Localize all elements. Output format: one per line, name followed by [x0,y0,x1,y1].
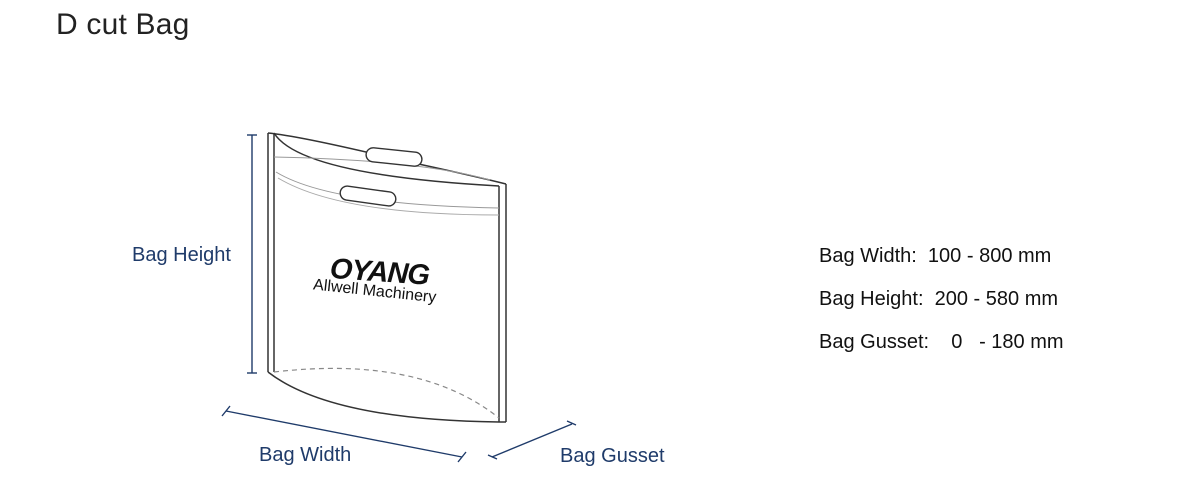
handle-cutouts [339,147,423,207]
spec-bag-height: Bag Height: 200 - 580 mm [819,288,1059,310]
width-dimension-line [221,405,467,463]
page-title: D cut Bag [56,8,190,41]
bag-width-label: Bag Width [259,444,352,466]
spec-list: Bag Width: 100 - 800 mm Bag Height: 200 … [819,240,1064,369]
bag-gusset-label: Bag Gusset [560,445,665,467]
spec-bag-width: Bag Width: 100 - 800 mm [819,245,1052,267]
gusset-dimension-line [487,420,577,460]
bag-height-label: Bag Height [132,244,231,266]
spec-bag-gusset: Bag Gusset: 0 - 180 mm [819,331,1064,353]
height-dimension-line [247,134,257,374]
bag-logo: OYANG [329,253,431,292]
